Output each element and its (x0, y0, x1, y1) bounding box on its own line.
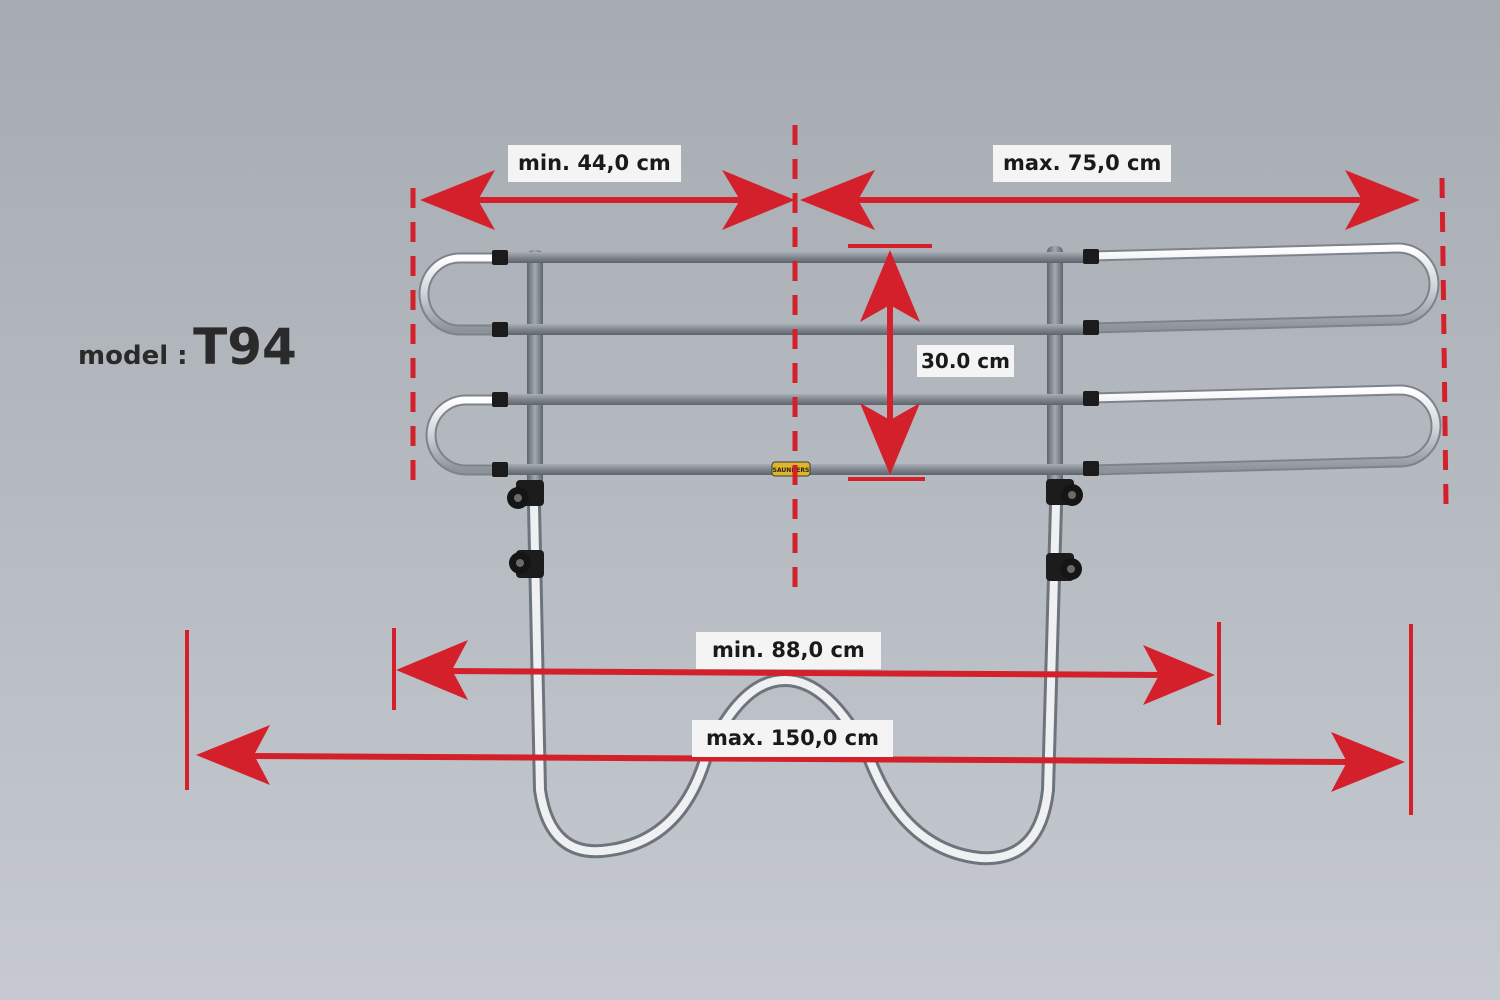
model-code: T94 (193, 318, 297, 376)
arrow-height (860, 250, 920, 475)
end-caps (492, 249, 1099, 477)
label-segment-max: max. 75,0 cm (993, 145, 1172, 182)
brand-tag: SAUNDERS (771, 461, 811, 477)
boundary-lines (185, 244, 1413, 815)
brand-tag-text: SAUNDERS (773, 467, 810, 474)
chrome-lower-frame (527, 498, 1063, 866)
model-prefix: model : (78, 341, 188, 371)
arrow-width-min (396, 640, 1215, 705)
mounting-clamps (507, 479, 1083, 581)
dashed-guide-right (1439, 177, 1449, 506)
chrome-loops-left (418, 252, 506, 476)
label-width-max: max. 150,0 cm (692, 720, 893, 757)
label-width-min: min. 88,0 cm (696, 632, 881, 669)
label-segment-min: min. 44,0 cm (508, 145, 681, 182)
label-height: 30.0 cm (917, 345, 1015, 377)
dashed-guides (410, 125, 1449, 590)
chrome-loops-right (1086, 242, 1442, 476)
arrow-segment-min (420, 170, 795, 230)
arrow-segment-max (800, 170, 1420, 230)
model-title: model : T94 (78, 318, 297, 376)
arrow-width-max (196, 725, 1405, 792)
vertical-posts (527, 246, 1063, 505)
